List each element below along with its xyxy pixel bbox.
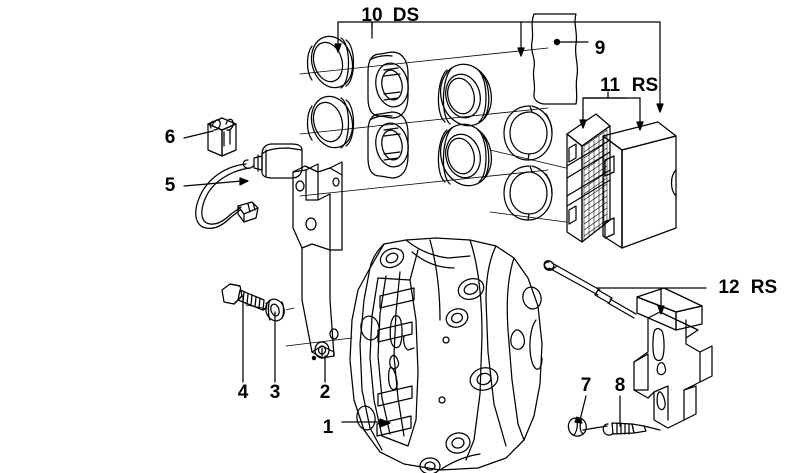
sensor-retaining-clip	[207, 117, 237, 157]
bracket-assembly-line	[245, 304, 353, 347]
callout-6-leader	[183, 130, 214, 139]
callout-label-2: 2	[320, 382, 331, 403]
callout-label-11: 11	[600, 75, 621, 96]
friction-material-hatch	[583, 129, 608, 241]
dust-boot-lower	[437, 123, 493, 187]
assembly-axis-lines	[299, 47, 549, 197]
callout-label-9: 9	[595, 38, 606, 59]
retaining-snap-ring-lower	[503, 165, 553, 221]
piston-seal-ring-upper	[306, 35, 355, 89]
callout-suffix-11: RS	[632, 75, 658, 96]
callout-label-6: 6	[165, 127, 176, 148]
callout-label-7: 7	[581, 375, 592, 396]
callout-label-1: 1	[323, 417, 334, 438]
caliper-bolt-bosses	[356, 247, 542, 473]
callout-label-5: 5	[165, 175, 176, 196]
retaining-pin	[543, 260, 637, 319]
pad-assembly-line	[489, 149, 567, 223]
callout-labels: 1 2 3 4 5 6 7 8 9 10 DS 11 RS 12 RS	[165, 5, 777, 438]
callout-9-leader	[553, 38, 589, 46]
anti-squeal-shim-plate	[530, 13, 579, 105]
piston-seal-ring-lower	[306, 95, 355, 149]
brake-pad-outer	[602, 121, 677, 249]
brake-caliper-housing	[349, 237, 543, 473]
caliper-piston-upper	[367, 51, 409, 119]
callout-label-8: 8	[615, 375, 626, 396]
washer	[265, 298, 285, 322]
callout-1-leader	[341, 418, 391, 428]
callout-label-4: 4	[238, 382, 249, 403]
bleeder-screw	[602, 422, 661, 436]
callout-label-10: 10	[361, 5, 382, 26]
callout-suffix-10: DS	[393, 5, 419, 26]
callout-label-3: 3	[270, 382, 281, 403]
caliper-piston-lower	[367, 111, 409, 179]
callout-12-leader	[596, 287, 707, 315]
callout-label-12: 12	[718, 277, 739, 298]
callout-10-leader	[334, 21, 664, 113]
callout-suffix-12: RS	[751, 277, 777, 298]
pad-retaining-spring	[633, 287, 713, 429]
callout-5-leader	[183, 177, 249, 187]
brake-pad-wear-sensor	[195, 143, 303, 230]
